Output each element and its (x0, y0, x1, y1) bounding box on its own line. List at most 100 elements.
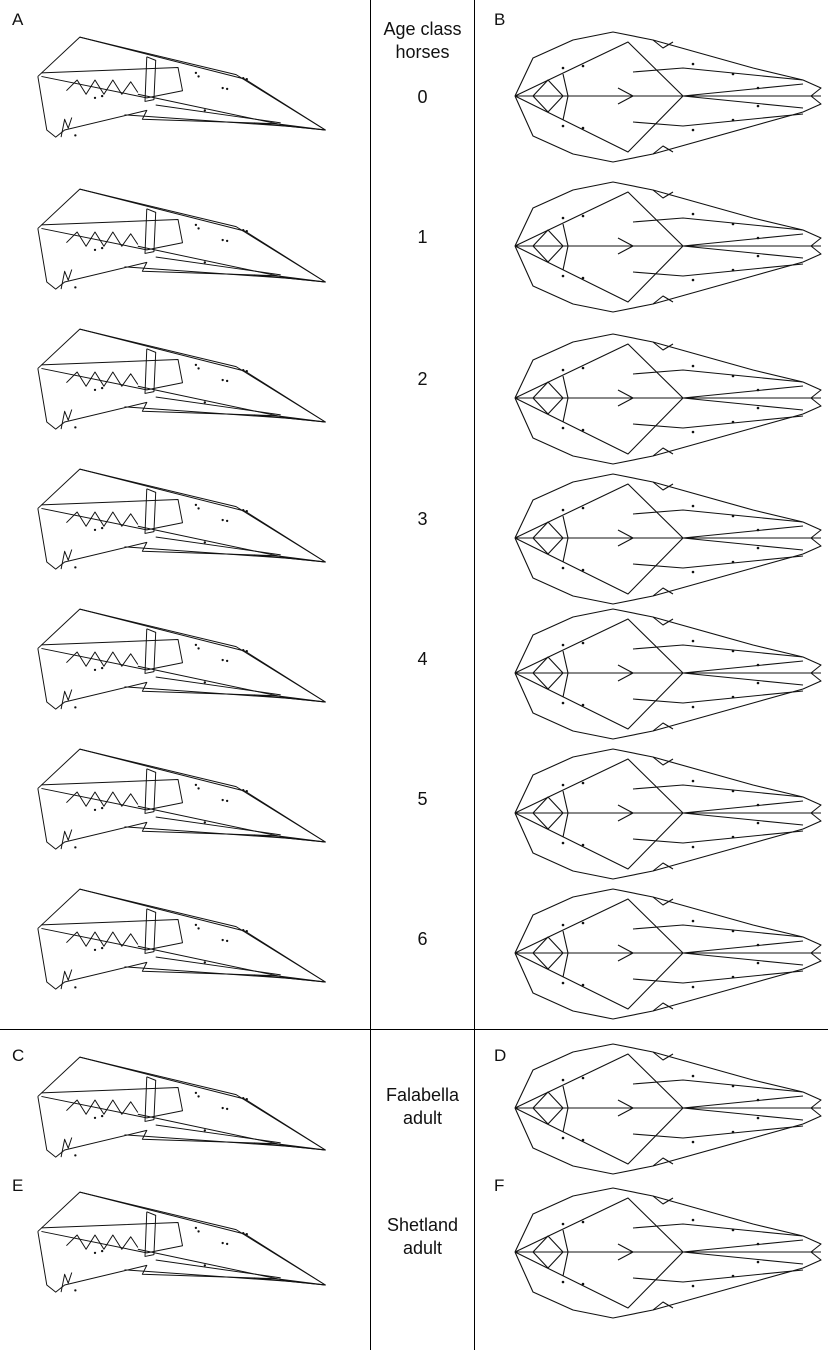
nasal-arc (563, 791, 568, 837)
landmark-point (732, 73, 735, 76)
age-class-3: 3 (370, 508, 475, 531)
landmark-point (562, 509, 565, 512)
landmark-point (204, 681, 206, 683)
landmark-point (204, 1129, 206, 1131)
landmark-point (732, 696, 735, 699)
right-fan-bottom (683, 398, 803, 410)
orbit (145, 1077, 156, 1122)
nasal-line (41, 920, 182, 950)
nasal-arc (563, 1230, 568, 1276)
nasal-line (41, 1088, 182, 1118)
landmark-point (732, 650, 735, 653)
landmark-point (757, 962, 760, 965)
landmark-point (732, 269, 735, 272)
landmark-point (242, 509, 244, 511)
landmark-point (732, 1275, 735, 1278)
landmark-point (204, 541, 206, 543)
skull-outline (515, 334, 821, 464)
shetland-label: adult (370, 1237, 475, 1260)
landmark-point (246, 650, 248, 652)
right-box-bottom (633, 831, 803, 843)
landmark-point (562, 1137, 565, 1140)
dorsal-skull-falabella (490, 1040, 826, 1180)
orbit (145, 489, 156, 534)
landmark-point (692, 706, 695, 709)
landmark-point (582, 429, 585, 432)
landmark-point (195, 644, 197, 646)
landmark-point (732, 836, 735, 839)
landmark-point (101, 947, 103, 949)
landmark-point (195, 224, 197, 226)
landmark-point (582, 1139, 585, 1142)
landmark-point (195, 72, 197, 74)
landmark-point (204, 961, 206, 963)
tooth-row (66, 932, 137, 946)
right-box-bottom (633, 1126, 803, 1138)
landmark-point (226, 800, 228, 802)
tooth-row (66, 1100, 137, 1114)
landmark-point (582, 642, 585, 645)
tooth-row (66, 652, 137, 666)
landmark-point (757, 407, 760, 410)
landmark-point (242, 229, 244, 231)
landmark-point (74, 134, 76, 136)
landmark-point (74, 566, 76, 568)
landmark-point (562, 982, 565, 985)
right-box-bottom (633, 691, 803, 703)
landmark-point (226, 380, 228, 382)
left-diagonal (515, 192, 683, 302)
lateral-skull-age-4 (10, 602, 355, 727)
landmark-point (582, 65, 585, 68)
orbit (145, 1212, 156, 1257)
landmark-point (101, 1250, 103, 1252)
nasal-line (41, 1223, 182, 1253)
landmark-point (692, 1141, 695, 1144)
right-fan-bottom (683, 1252, 803, 1264)
landmark-point (582, 922, 585, 925)
landmark-point (582, 1283, 585, 1286)
landmark-point (101, 387, 103, 389)
landmark-point (562, 702, 565, 705)
left-diagonal (515, 759, 683, 869)
landmark-point (757, 822, 760, 825)
lateral-skull-falabella (10, 1050, 355, 1175)
lateral-skull-shetland (10, 1185, 355, 1310)
landmark-point (246, 930, 248, 932)
age-class-1: 1 (370, 226, 475, 249)
landmark-point (692, 1075, 695, 1078)
landmark-point (757, 1099, 760, 1102)
landmark-point (222, 1107, 224, 1109)
dorsal-skull-age-2 (490, 330, 826, 470)
landmark-point (74, 986, 76, 988)
landmark-point (757, 682, 760, 685)
landmark-point (204, 401, 206, 403)
orbit (145, 769, 156, 814)
landmark-point (242, 789, 244, 791)
landmark-point (562, 369, 565, 372)
landmark-point (195, 784, 197, 786)
landmark-point (692, 1219, 695, 1222)
right-fan-top (683, 1240, 803, 1252)
landmark-point (195, 1092, 197, 1094)
landmark-point (562, 125, 565, 128)
falabella-adult-label: Falabella adult (370, 1084, 475, 1130)
landmark-point (692, 1285, 695, 1288)
landmark-point (692, 279, 695, 282)
nasal-arc (563, 1086, 568, 1132)
landmark-point (94, 97, 96, 99)
skull-top-outline (80, 1192, 326, 1285)
landmark-point (562, 427, 565, 430)
landmark-point (94, 249, 96, 251)
landmark-point (204, 261, 206, 263)
landmark-point (757, 944, 760, 947)
landmark-point (226, 1108, 228, 1110)
landmark-point (246, 1233, 248, 1235)
skull-outline (515, 889, 821, 1019)
landmark-point (246, 370, 248, 372)
nasal-arc (563, 74, 568, 120)
landmark-point (562, 567, 565, 570)
landmark-point (757, 1243, 760, 1246)
incisor-tip (61, 830, 72, 850)
shetland-name: Shetland (370, 1214, 475, 1237)
landmark-point (226, 240, 228, 242)
